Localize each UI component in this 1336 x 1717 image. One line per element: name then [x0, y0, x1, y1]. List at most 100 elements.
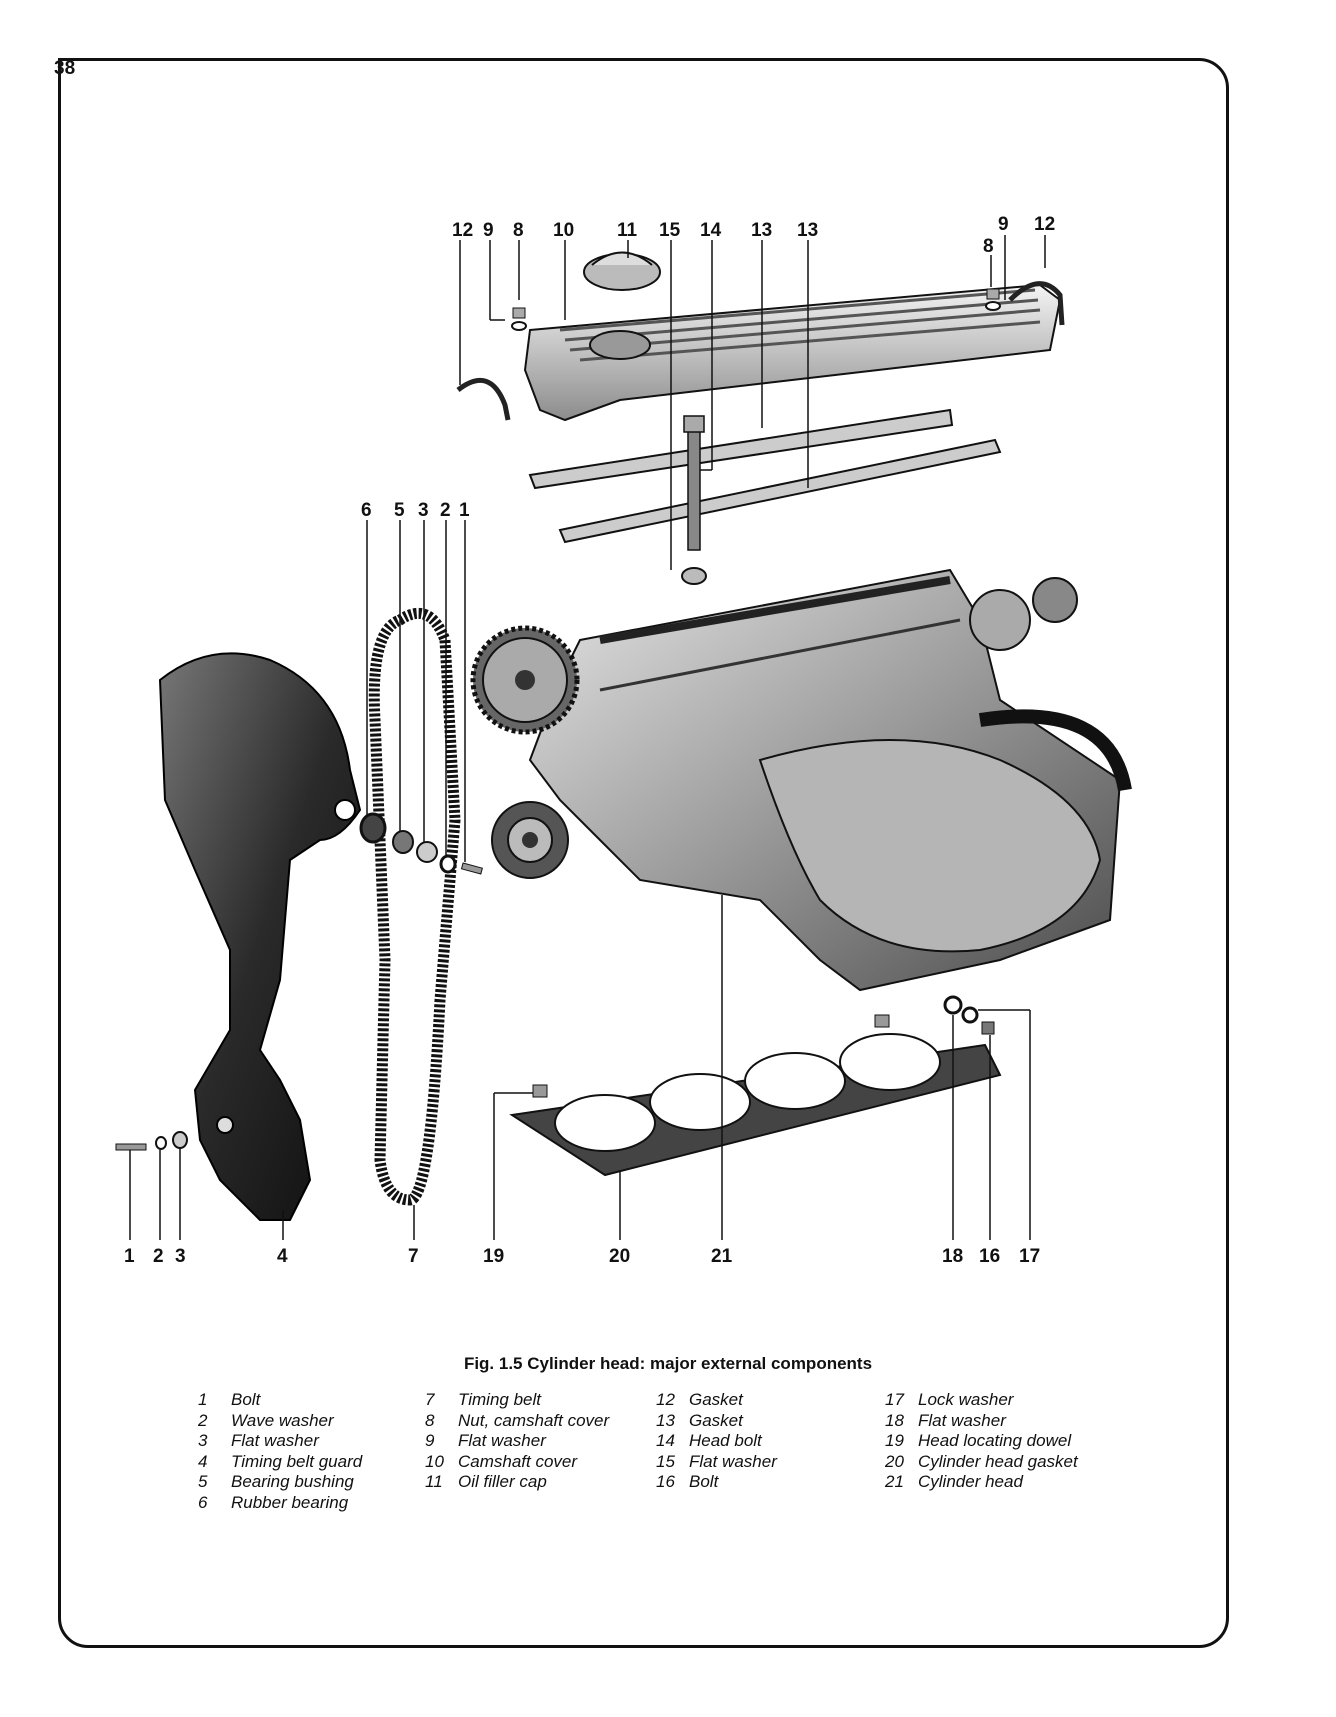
head-bolt: [687, 419, 701, 551]
callout-6: 6: [361, 500, 372, 521]
callout-13-b: 13: [797, 220, 818, 241]
flat-washer-3-lower: [172, 1131, 188, 1149]
legend-label: Gasket: [689, 1410, 743, 1430]
bolt-1-lower: [115, 1143, 147, 1151]
nut-8-left: [512, 307, 526, 319]
callout-11: 11: [617, 220, 638, 241]
legend-label: Cylinder head: [918, 1472, 1023, 1491]
callout-8: 8: [513, 220, 524, 241]
flat-washer-3-upper: [416, 841, 438, 863]
legend-number: 16: [656, 1472, 675, 1491]
flat-washer-15: [681, 567, 707, 585]
gasket-12-left: [456, 378, 511, 421]
legend-number: 20: [885, 1451, 904, 1471]
leader-lines: [129, 235, 1046, 1240]
rubber-bearing: [359, 812, 387, 844]
legend-label: Cylinder head gasket: [918, 1451, 1078, 1471]
callout-12: 12: [452, 220, 473, 241]
legend-item: 8 Nut, camshaft cover: [425, 1411, 609, 1432]
callout-15: 15: [659, 220, 681, 241]
legend-label: Timing belt: [458, 1390, 541, 1409]
callout-20: 20: [609, 1246, 630, 1267]
legend-number: 7: [425, 1390, 435, 1409]
legend-item: 9 Flat washer: [425, 1431, 609, 1452]
callout-9: 9: [483, 220, 494, 241]
figure-caption: Fig. 1.5 Cylinder head: major external c…: [463, 1354, 873, 1373]
legend-item: 15 Flat washer: [656, 1452, 777, 1473]
timing-belt-guard: [158, 652, 362, 1221]
callout-5: 5: [394, 500, 405, 521]
washer-9-left: [511, 321, 527, 331]
callout-18: 18: [942, 1246, 963, 1267]
callout-12-b: 12: [1034, 214, 1055, 235]
callout-labels: 12 9 8 10 11 15 14 13 13 9 8 12 6 5 3 2 …: [124, 214, 1055, 1267]
legend-number: 12: [656, 1390, 675, 1409]
legend-number: 4: [198, 1451, 208, 1471]
cylinder-head-gasket: [509, 1033, 1002, 1177]
head-locating-dowel: [532, 1084, 548, 1098]
legend-label: Flat washer: [918, 1410, 1006, 1430]
callout-17: 17: [1019, 1246, 1040, 1267]
lock-washer: [961, 1006, 979, 1024]
legend-label: Oil filler cap: [458, 1472, 547, 1491]
legend-label: Nut, camshaft cover: [458, 1410, 610, 1430]
callout-19: 19: [483, 1246, 504, 1267]
legend-number: 13: [656, 1410, 675, 1430]
callout-1: 1: [459, 500, 470, 521]
bearing-bushing: [392, 830, 414, 854]
page-frame: [58, 58, 1229, 1648]
flat-washer-18: [943, 995, 963, 1015]
bolt-1-upper: [460, 862, 483, 875]
timing-belt: [368, 607, 461, 1206]
legend-number: 3: [198, 1431, 208, 1450]
legend-item: 11 Oil filler cap: [425, 1472, 609, 1493]
camshaft-sprocket: [470, 625, 580, 735]
legend-number: 11: [425, 1472, 443, 1491]
legend-item: 13 Gasket: [656, 1411, 777, 1432]
camshaft-cover: [523, 283, 1062, 422]
legend-label: Flat washer: [689, 1451, 777, 1471]
callout-9-b: 9: [998, 214, 1009, 235]
legend-label: Head locating dowel: [918, 1431, 1072, 1450]
legend-item: 10 Camshaft cover: [425, 1452, 609, 1473]
legend-number: 10: [425, 1451, 444, 1471]
callout-8-b: 8: [983, 236, 994, 257]
gasket-13-lower: [558, 438, 1002, 544]
legend-label: Flat washer: [458, 1431, 546, 1450]
head-locating-dowel-2: [874, 1014, 890, 1028]
callout-2: 2: [440, 500, 451, 521]
legend-number: 14: [656, 1431, 675, 1450]
legend-label: Camshaft cover: [458, 1451, 578, 1471]
legend-item: 7 Timing belt: [425, 1390, 609, 1411]
bolt-16: [981, 1021, 995, 1035]
washer-9-right: [985, 301, 1001, 311]
legend-label: Bolt: [231, 1390, 261, 1409]
legend-number: 8: [425, 1410, 435, 1430]
pulley: [491, 801, 569, 879]
legend-number: 15: [656, 1451, 675, 1471]
callout-13: 13: [751, 220, 772, 241]
legend-label: Wave washer: [231, 1410, 334, 1430]
oil-filler-cap: [583, 251, 661, 291]
legend-label: Bolt: [689, 1472, 719, 1491]
nut-8-right: [986, 288, 1000, 300]
gasket-12-right: [1008, 281, 1065, 326]
legend-number: 5: [198, 1472, 208, 1491]
legend-number: 9: [425, 1431, 435, 1450]
legend-number: 21: [885, 1472, 904, 1491]
legend-label: Rubber bearing: [231, 1492, 349, 1512]
callout-3-b: 3: [175, 1246, 186, 1267]
